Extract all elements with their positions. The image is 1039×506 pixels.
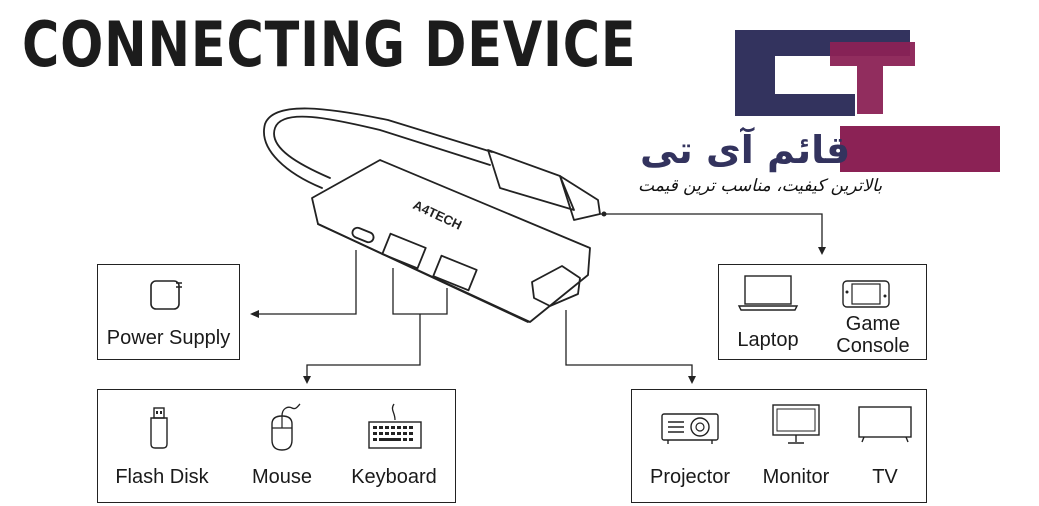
projector-label: Projector [649, 466, 731, 488]
usb-a-port-1 [381, 232, 427, 270]
mouse-icon [271, 403, 301, 451]
projector-icon [661, 413, 719, 444]
hdmi-port [531, 265, 581, 307]
usb-devices-box: Flash Disk Mouse Keyboard [97, 389, 456, 503]
mouse-label: Mouse [251, 466, 313, 488]
laptop-label: Laptop [737, 329, 799, 351]
usb-connector-line [306, 268, 448, 380]
brand-tagline: بالاترین کیفیت، مناسب ترین قیمت [638, 176, 883, 196]
usb-c-port [351, 226, 375, 244]
monitor-label: Monitor [762, 466, 830, 488]
keyboard-icon [368, 403, 422, 449]
power-connector-line [255, 250, 357, 315]
display-devices-box: Projector Monitor TV [631, 389, 927, 503]
keyboard-label: Keyboard [351, 466, 437, 488]
usb-c-plug [487, 149, 575, 211]
flash-disk-icon [150, 407, 168, 449]
power-supply-label: Power Supply [106, 327, 231, 349]
monitor-icon [772, 404, 820, 444]
usb-a-port-2 [432, 254, 478, 292]
brand-logo-text: قائم آی تی [640, 128, 851, 172]
game-console-label: Game Console [836, 313, 910, 357]
power-adapter-icon [150, 280, 182, 310]
cable [273, 115, 491, 179]
flash-disk-label: Flash Disk [115, 466, 209, 488]
game-console-icon [842, 280, 890, 308]
tv-label: TV [872, 466, 898, 488]
laptop-icon [737, 275, 799, 311]
display-connector-line [565, 310, 693, 380]
page-title: CONNECTING DEVICE [22, 8, 637, 81]
power-supply-box: Power Supply [97, 264, 240, 360]
tv-icon [858, 406, 912, 443]
device-brand-text: A4TECH [411, 197, 464, 233]
brand-logo [735, 30, 915, 116]
host-connector-line [600, 213, 823, 250]
host-devices-box: Laptop Game Console [718, 264, 927, 360]
